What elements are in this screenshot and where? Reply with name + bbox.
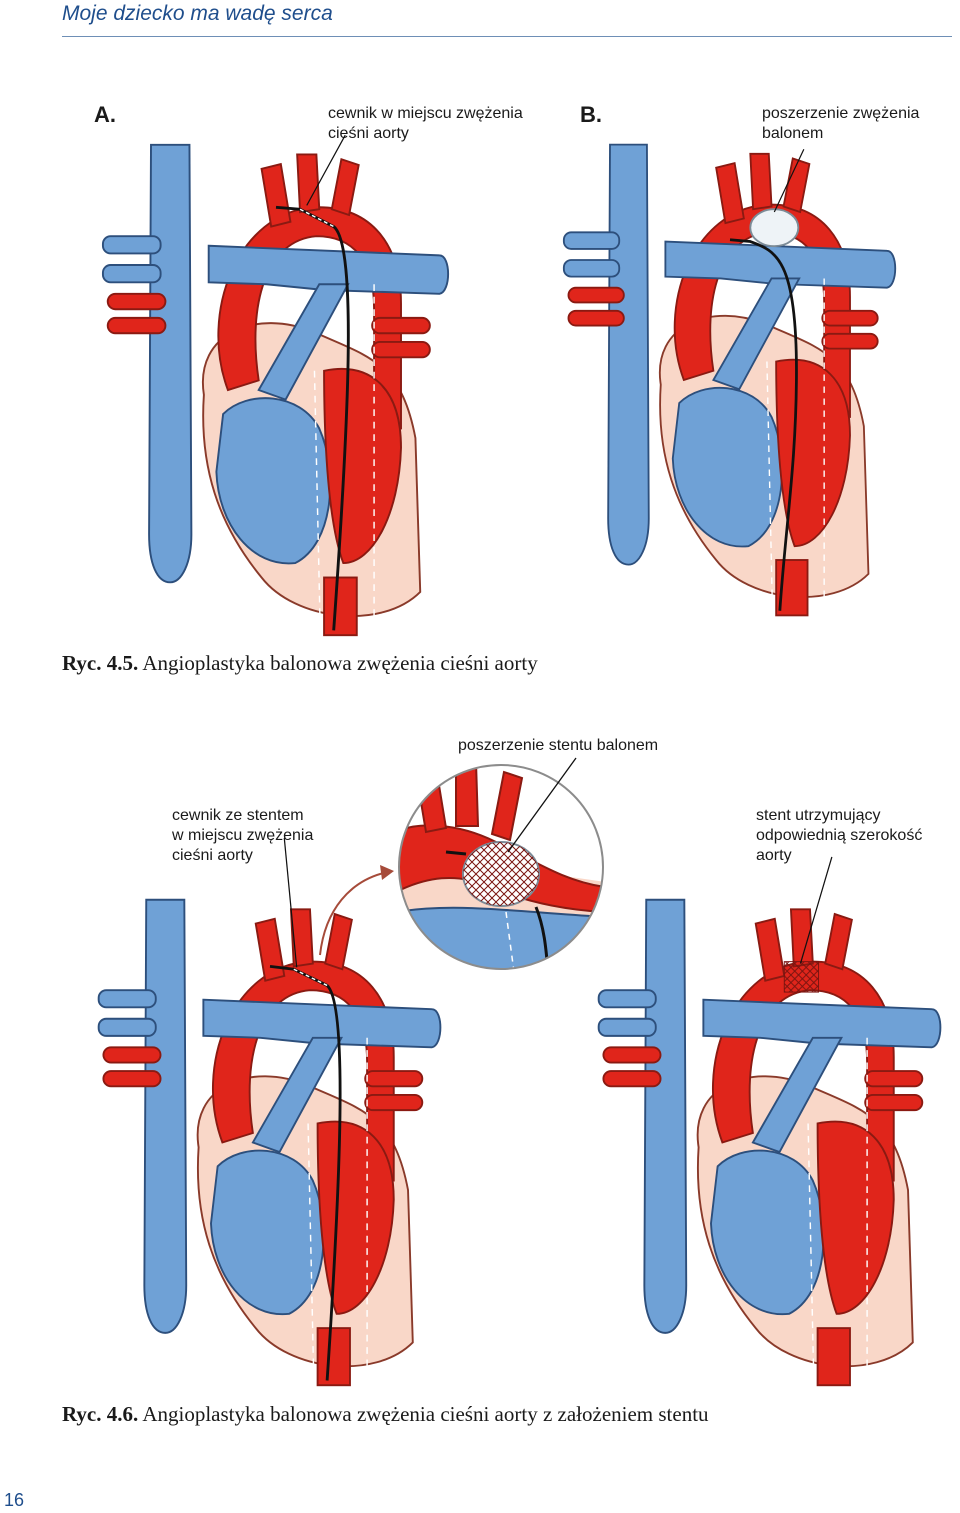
catheter-line [275, 205, 350, 631]
magnify-arrow-icon [319, 865, 394, 956]
page-number: 16 [4, 1490, 25, 1510]
leader-line-left [283, 837, 298, 968]
left-label-line1: cewnik ze stentem [172, 807, 304, 824]
leader-line-b [773, 148, 805, 213]
figure-4-5-caption: Ryc. 4.5. Angioplastyka balonowa zwężeni… [62, 651, 538, 676]
panel-b-label-line1: poszerzenie zwężenia [762, 105, 920, 122]
left-label-line2: w miejscu zwężenia [172, 827, 314, 844]
panel-b-label-line2: balonem [762, 125, 824, 142]
panel-a-label-line2: cieśni aorty [328, 125, 409, 142]
panel-a-label-line1: cewnik w miejscu zwężenia [328, 105, 523, 122]
panel-a-label: cewnik w miejscu zwężenia cieśni aorty [328, 104, 523, 144]
panel-b-letter: B. [580, 102, 602, 127]
leader-line-a [306, 134, 346, 206]
figure-4-6-text: Angioplastyka balonowa zwężenia cieśni a… [142, 1402, 709, 1426]
left-label-line3: cieśni aorty [172, 847, 253, 864]
magnified-inset [398, 757, 604, 970]
right-label-line3: aorty [756, 847, 792, 864]
heart-illustration-c [80, 837, 460, 1390]
panel-a-letter: A. [94, 102, 116, 127]
stent-mesh-icon [463, 842, 539, 906]
stent-mesh-icon [783, 961, 820, 993]
figure-4-5-number: Ryc. 4.5. [62, 651, 139, 675]
heart-illustration-b [540, 140, 920, 620]
right-label-line1: stent utrzymujący [756, 807, 881, 824]
inset-label: poszerzenie stentu balonem [458, 737, 659, 754]
left-label: cewnik ze stentem w miejscu zwężenia cie… [172, 806, 313, 866]
figure-4-6-caption: Ryc. 4.6. Angioplastyka balonowa zwężeni… [62, 1402, 709, 1427]
leader-line-inset [507, 757, 577, 853]
heart-illustration-a [86, 134, 466, 640]
heart-illustration-d [580, 856, 960, 1390]
balloon-icon [749, 208, 800, 248]
leader-line-right [799, 856, 833, 964]
running-title: Moje dziecko ma wadę serca [62, 2, 333, 25]
header-rule [62, 36, 952, 37]
figure-4-6-number: Ryc. 4.6. [62, 1402, 139, 1426]
catheter-line [729, 238, 798, 611]
panel-b-label: poszerzenie zwężenia balonem [762, 104, 919, 144]
right-label-line2: odpowiednią szerokość [756, 827, 923, 844]
right-label: stent utrzymujący odpowiednią szerokość … [756, 806, 922, 866]
figure-4-5-text: Angioplastyka balonowa zwężenia cieśni a… [142, 651, 538, 675]
catheter-line [269, 964, 342, 1381]
